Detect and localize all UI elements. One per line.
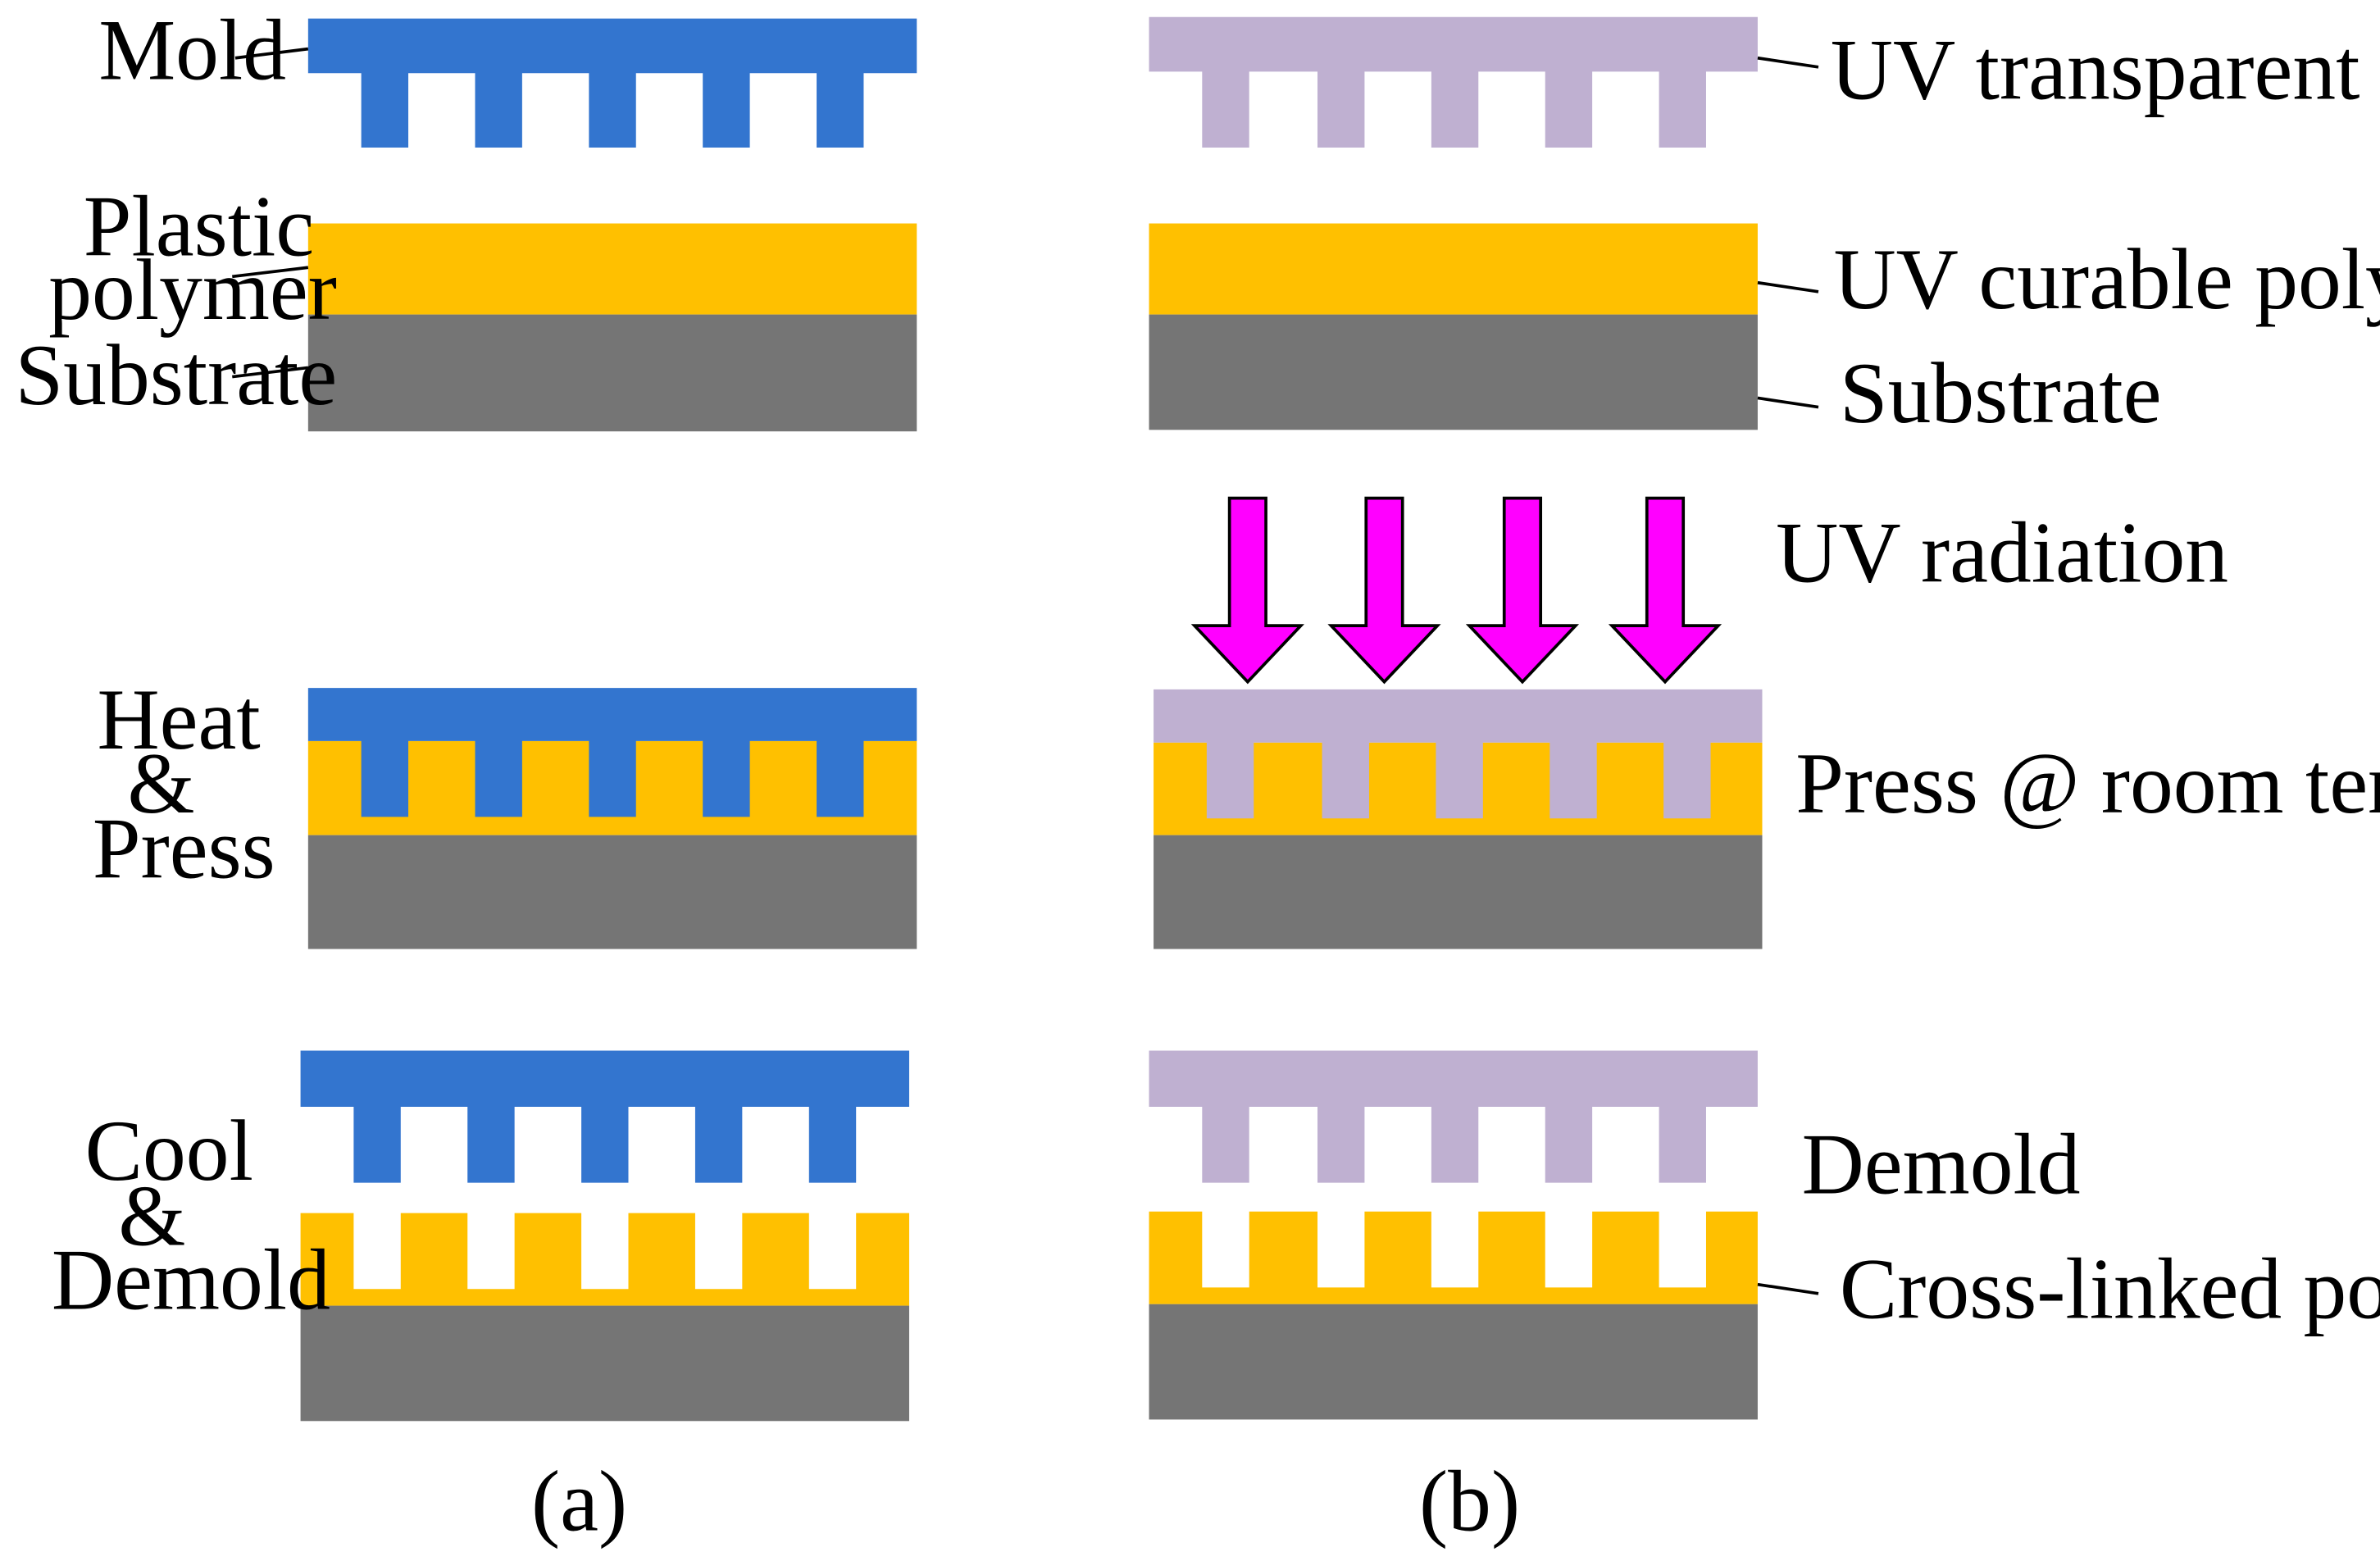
label-heat: Heat — [97, 671, 260, 767]
panel-a: Mold Plastic polymer Substrate Heat & Pr… — [16, 2, 917, 1550]
label-uv-mold: UV transparent mold — [1831, 22, 2380, 118]
label-demold-b: Demold — [1802, 1117, 2081, 1213]
mold-pressed — [307, 688, 917, 817]
leader-line-substrate — [232, 366, 309, 379]
uv-arrow-4 — [1608, 496, 1722, 685]
label-uv-polymer: UV curable polymer — [1833, 231, 2380, 327]
uv-arrow-3 — [1465, 496, 1580, 685]
substrate-layer-b — [1149, 314, 1758, 430]
uv-curable-polymer-layer — [1149, 223, 1758, 315]
substrate-layer-b-pressed — [1154, 835, 1763, 949]
cross-linked-polymer — [1149, 1211, 1758, 1304]
mold-stamp — [307, 18, 917, 148]
uv-radiation-arrows — [1190, 496, 1722, 685]
caption-b: (b) — [1419, 1454, 1520, 1550]
leader-line-substrate-b — [1757, 396, 1819, 409]
leader-line-crosslinked — [1757, 1282, 1819, 1295]
label-cool: Cool — [85, 1103, 253, 1199]
uv-mold-demolded — [1149, 1050, 1758, 1183]
label-crosslinked: Cross-linked polymer — [1840, 1240, 2380, 1336]
uv-arrow-1 — [1190, 496, 1304, 685]
leader-line-polymer — [232, 266, 309, 279]
substrate-layer-demolded — [300, 1305, 909, 1422]
uv-transparent-mold — [1149, 16, 1758, 148]
panel-b: UV transparent mold UV curable polymer S… — [1149, 16, 2380, 1550]
label-substrate-b: Substrate — [1840, 345, 2162, 441]
label-uv-radiation: UV radiation — [1776, 504, 2228, 600]
label-plastic: Plastic — [84, 178, 314, 274]
uv-mold-pressed — [1154, 689, 1763, 819]
caption-a: (a) — [531, 1454, 627, 1550]
substrate-layer — [307, 314, 917, 432]
label-mold: Mold — [98, 2, 286, 98]
label-polymer: polymer — [48, 242, 337, 338]
label-substrate: Substrate — [16, 327, 338, 423]
label-ampersand: & — [128, 735, 195, 831]
plastic-polymer-layer — [307, 223, 917, 315]
label-press: Press — [93, 800, 275, 896]
leader-line-uv-polymer — [1757, 280, 1819, 294]
label-ampersand-2: & — [118, 1168, 185, 1264]
imprinted-polymer — [300, 1213, 909, 1306]
uv-arrow-2 — [1327, 496, 1441, 685]
label-demold: Demold — [52, 1231, 330, 1327]
label-press-room-temp: Press @ room temperature — [1795, 735, 2380, 831]
leader-line-uv-mold — [1757, 56, 1819, 69]
mold-demolded — [300, 1050, 909, 1183]
leader-line-mold — [234, 47, 309, 60]
substrate-layer-pressed — [307, 835, 917, 949]
substrate-layer-b-demolded — [1149, 1304, 1758, 1420]
